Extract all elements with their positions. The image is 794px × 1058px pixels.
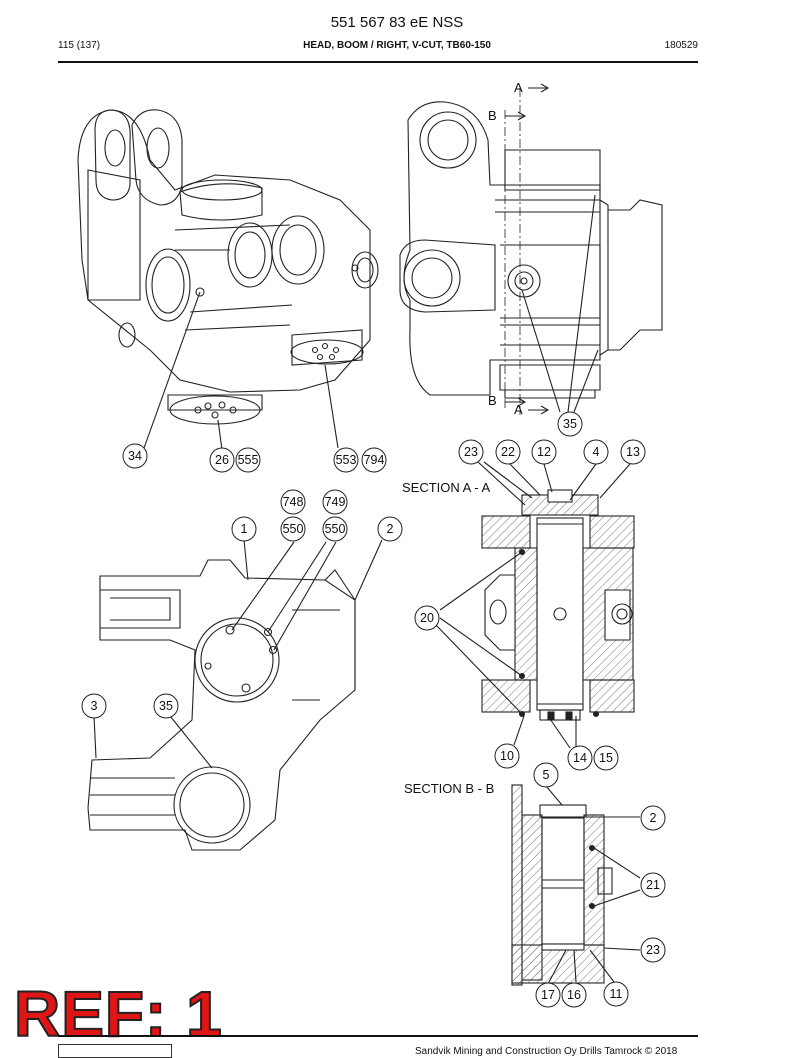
callout-748: 748 xyxy=(283,495,304,509)
callout-17: 17 xyxy=(541,988,555,1002)
callout-15: 15 xyxy=(599,751,613,765)
cut-label-a-bottom: A xyxy=(514,402,523,417)
page-number: 115 (137) xyxy=(58,40,101,51)
section-b-b xyxy=(511,784,641,986)
section-a-a xyxy=(435,461,635,749)
callout-10: 10 xyxy=(500,749,514,763)
callout-20: 20 xyxy=(420,611,434,625)
plan-view xyxy=(87,539,383,851)
callout-1: 1 xyxy=(241,522,248,536)
callout-14: 14 xyxy=(573,751,587,765)
front-view xyxy=(399,83,663,415)
callout-794: 794 xyxy=(364,453,385,467)
callout-34: 34 xyxy=(128,449,142,463)
callout-22: 22 xyxy=(501,445,515,459)
callout-26: 26 xyxy=(215,453,229,467)
callout-16: 16 xyxy=(567,988,581,1002)
callout-550-a: 550 xyxy=(283,522,304,536)
callout-555: 555 xyxy=(238,453,259,467)
callout-23-a: 23 xyxy=(464,445,478,459)
callout-553: 553 xyxy=(336,453,357,467)
callout-550-b: 550 xyxy=(325,522,346,536)
footer-copyright: Sandvik Mining and Construction Oy Drill… xyxy=(415,1046,678,1057)
section-a-label: SECTION A - A xyxy=(402,480,490,495)
callout-35-plan: 35 xyxy=(159,699,173,713)
callout-12: 12 xyxy=(537,445,551,459)
callout-23-b: 23 xyxy=(646,943,660,957)
document-number: 551 567 83 eE NSS xyxy=(330,14,464,31)
callout-35-top: 35 xyxy=(563,417,577,431)
callout-2-plan: 2 xyxy=(387,522,394,536)
revision-date: 180529 xyxy=(664,40,698,51)
cut-label-b-top: B xyxy=(488,108,497,123)
callout-4: 4 xyxy=(593,445,600,459)
callout-21: 21 xyxy=(646,878,660,892)
callout-749: 749 xyxy=(325,495,346,509)
footer-rule xyxy=(58,1035,698,1037)
isometric-view xyxy=(77,109,379,451)
page-title: HEAD, BOOM / RIGHT, V-CUT, TB60-150 xyxy=(303,40,491,51)
callout-labels: 35 34 26 555 553 794 23 22 12 4 13 748 7… xyxy=(91,80,660,1002)
callout-3: 3 xyxy=(91,699,98,713)
section-b-label: SECTION B - B xyxy=(404,781,494,796)
cut-label-a-top: A xyxy=(514,80,523,95)
callout-2-b: 2 xyxy=(650,811,657,825)
callout-11: 11 xyxy=(610,987,623,1001)
sandvik-logo xyxy=(58,1044,172,1058)
callout-circles xyxy=(81,411,666,1008)
cut-label-b-bottom: B xyxy=(488,393,497,408)
header-rule xyxy=(58,61,698,63)
callout-13: 13 xyxy=(626,445,640,459)
callout-5: 5 xyxy=(543,768,550,782)
